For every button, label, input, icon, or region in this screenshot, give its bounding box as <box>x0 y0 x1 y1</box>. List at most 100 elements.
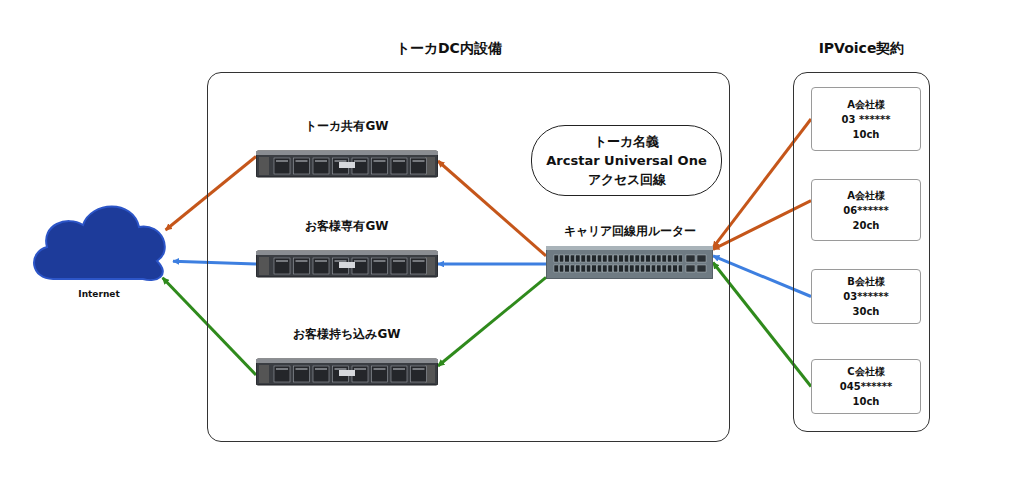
router-port <box>624 255 628 262</box>
node-label: トーカDC内設備 <box>396 40 502 58</box>
router-port <box>559 265 563 272</box>
router-port <box>581 255 585 262</box>
node-label: C会社様 <box>847 364 884 379</box>
drive-handle <box>315 161 327 162</box>
server-illustration <box>256 357 438 387</box>
router-port <box>651 255 655 262</box>
router-port <box>592 255 596 262</box>
internet-cloud: Internet <box>25 195 173 287</box>
node-label: 03 ****** <box>842 112 891 127</box>
customer-box: A会社様03 ******10ch <box>811 87 921 151</box>
router-top <box>546 246 713 250</box>
router-port <box>651 265 655 272</box>
node-label: 03****** <box>843 289 888 304</box>
router-port <box>576 265 580 272</box>
drive-handle <box>413 261 425 262</box>
drive-bay <box>391 158 407 174</box>
server-badge <box>339 370 355 376</box>
node-label: お客様専有GW <box>305 218 388 235</box>
drive-handle <box>335 161 347 162</box>
router-port <box>657 265 661 272</box>
drive-bay <box>274 258 290 274</box>
drive-bay <box>274 158 290 174</box>
drive-bay <box>313 366 329 382</box>
node-label: Arcstar Universal One <box>546 151 706 170</box>
drive-bay <box>313 158 329 174</box>
router-port <box>570 255 574 262</box>
node-label: 10ch <box>853 127 880 142</box>
router-port <box>603 265 607 272</box>
node-label: 06****** <box>843 203 888 218</box>
router-port <box>570 265 574 272</box>
router-port <box>597 255 601 262</box>
drive-bay <box>372 158 388 174</box>
cloud-outline <box>34 207 165 281</box>
server-ear <box>259 365 269 383</box>
router-port <box>586 255 590 262</box>
drive-handle <box>413 369 425 370</box>
connector-arrow <box>438 277 546 366</box>
router-port <box>667 255 671 262</box>
drive-handle <box>296 369 308 370</box>
connector-arrow <box>713 256 811 297</box>
node-label: 10ch <box>853 394 880 409</box>
server-badge <box>339 262 355 268</box>
node-label: トーカ名義 <box>594 132 659 151</box>
drive-handle <box>315 369 327 370</box>
customer-box: B会社様03******30ch <box>811 269 921 324</box>
connector-arrow <box>438 161 546 256</box>
connector-arrow <box>173 261 256 264</box>
router-port <box>581 265 585 272</box>
server-body <box>256 251 438 277</box>
router-port <box>667 265 671 272</box>
drive-bay <box>313 258 329 274</box>
carrier-router: キャリア回線用ルーター <box>546 246 713 279</box>
drive-bay <box>411 366 427 382</box>
router-port <box>613 255 617 262</box>
drive-handle <box>413 161 425 162</box>
drive-handle <box>296 261 308 262</box>
connector-arrow <box>713 201 811 250</box>
node-label: Internet <box>78 289 119 299</box>
connector-arrow <box>438 263 546 266</box>
node-label: お客様持ち込みGW <box>293 326 400 343</box>
router-port <box>635 255 639 262</box>
node-label: A会社様 <box>847 97 885 112</box>
uplink-port <box>686 265 695 272</box>
customer-box: A会社様06******20ch <box>811 179 921 241</box>
server-body <box>256 359 438 385</box>
customer-box: C会社様045******10ch <box>811 359 921 414</box>
router-port <box>619 265 623 272</box>
node-label: B会社様 <box>847 274 885 289</box>
router-port <box>673 265 677 272</box>
server-illustration <box>256 149 438 179</box>
server-badge <box>339 162 355 168</box>
drive-bay <box>372 366 388 382</box>
router-port <box>586 265 590 272</box>
router-port <box>603 255 607 262</box>
drive-handle <box>335 369 347 370</box>
router-illustration <box>546 246 713 279</box>
node-label: キャリア回線用ルーター <box>564 223 696 240</box>
router-port <box>678 265 682 272</box>
node-label: IPVoice契約 <box>819 40 905 58</box>
drive-handle <box>354 161 366 162</box>
router-port <box>657 255 661 262</box>
server-top <box>256 151 438 155</box>
router-port <box>554 255 558 262</box>
datacenter-region: トーカDC内設備トーカ共有GWお客様専有GWお客様持ち込みGWトーカ名義Arcs… <box>207 72 730 442</box>
router-port <box>662 265 666 272</box>
router-port <box>630 265 634 272</box>
router-port <box>559 255 563 262</box>
drive-bay <box>372 258 388 274</box>
uplink-port <box>686 255 695 262</box>
drive-handle <box>374 369 386 370</box>
router-port <box>565 255 569 262</box>
gateway-server: トーカ共有GW <box>256 149 438 179</box>
drive-bay <box>391 258 407 274</box>
connector-arrow <box>163 278 256 375</box>
drive-handle <box>335 261 347 262</box>
drive-handle <box>374 261 386 262</box>
router-port <box>640 255 644 262</box>
router-port <box>630 255 634 262</box>
